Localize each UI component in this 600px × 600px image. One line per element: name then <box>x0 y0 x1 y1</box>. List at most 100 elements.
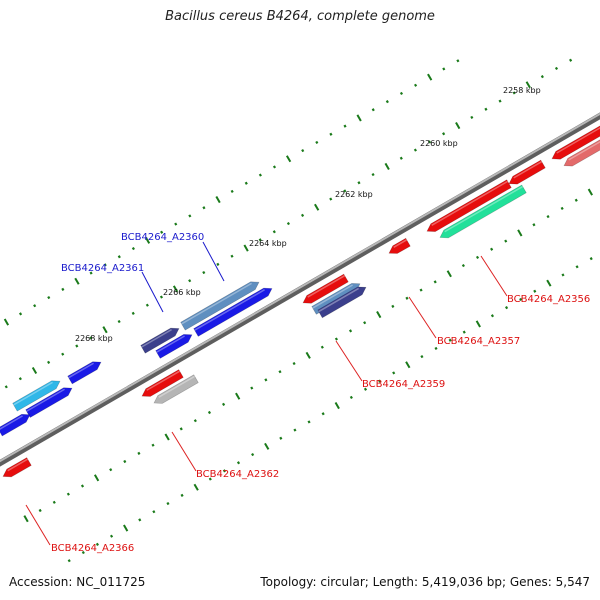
tick-mark <box>279 436 283 440</box>
tick-mark <box>193 419 197 423</box>
gene-label-a2356: BCB4264_A2356 <box>507 294 590 305</box>
tick-mark <box>540 75 544 79</box>
tick-mark <box>587 188 593 196</box>
genome-summary-text: Topology: circular; Length: 5,419,036 bp… <box>260 575 590 589</box>
gene-highlight <box>318 287 359 313</box>
tick-mark <box>546 279 552 287</box>
tick-mark <box>230 254 234 258</box>
tick-mark <box>222 402 226 406</box>
tick-mark <box>575 265 579 269</box>
tick-mark <box>490 247 494 251</box>
tick-mark <box>159 295 164 299</box>
tick-mark <box>343 124 347 128</box>
gene-feature <box>302 273 349 304</box>
scale-label-2258: 2258 kbp <box>503 86 541 95</box>
callout-line-a2366 <box>25 504 51 546</box>
tick-mark <box>61 287 65 291</box>
tick-mark <box>456 59 460 63</box>
gene-highlight <box>0 415 23 430</box>
gene-highlight <box>68 362 94 379</box>
tick-mark <box>348 329 353 333</box>
gene-highlight <box>158 375 196 398</box>
tick-mark <box>193 483 199 491</box>
tick-mark <box>286 221 290 226</box>
tick-mark <box>278 370 282 374</box>
tick-mark <box>285 155 292 163</box>
tick-mark <box>47 295 51 300</box>
gene-highlight <box>156 335 185 353</box>
gene-labels: BCB4264_A2360 BCB4264_A2361 BCB4264_A235… <box>51 232 590 554</box>
tick-mark <box>349 395 353 400</box>
gene-highlight <box>181 282 252 325</box>
tick-mark <box>272 230 276 234</box>
tick-mark <box>363 321 367 325</box>
tick-mark <box>391 304 395 308</box>
gene-feature <box>439 184 527 239</box>
tick-mark <box>258 238 262 242</box>
tick-mark <box>66 492 70 496</box>
tick-mark <box>179 427 183 431</box>
tick-mark <box>560 206 564 211</box>
tick-mark <box>123 524 129 532</box>
tick-mark <box>251 452 255 457</box>
tick-mark <box>334 337 338 341</box>
tick-mark <box>95 542 99 546</box>
gene-feature <box>508 159 546 185</box>
gene-highlight <box>556 127 600 154</box>
tick-mark <box>180 493 184 497</box>
gene-feature <box>317 286 367 319</box>
gene-feature <box>563 139 600 167</box>
gene-feature <box>12 380 61 412</box>
tick-mark <box>384 162 390 170</box>
tick-mark <box>371 172 375 177</box>
tick-mark <box>405 296 409 300</box>
tick-mark <box>385 100 389 104</box>
tick-mark <box>475 255 480 259</box>
map-title: Bacillus cereus B4264, complete genome <box>165 9 435 24</box>
tick-mark <box>131 246 135 251</box>
tick-mark <box>363 387 368 391</box>
gene-highlight <box>13 381 53 406</box>
tick-mark <box>399 91 404 96</box>
tick-mark <box>455 122 461 130</box>
callout-line-a2361 <box>141 271 164 313</box>
tick-mark <box>264 442 270 450</box>
tick-mark <box>427 73 433 81</box>
tick-mark <box>166 501 170 506</box>
tick-mark <box>202 206 206 210</box>
tick-mark <box>517 229 523 237</box>
tick-mark <box>589 257 593 261</box>
tick-mark <box>31 366 38 375</box>
tick-mark <box>376 311 382 319</box>
callout-line-a2357 <box>408 296 437 339</box>
tick-mark <box>533 289 537 293</box>
tick-mark <box>442 132 446 136</box>
tick-mark <box>405 361 411 369</box>
tick-mark <box>378 379 382 383</box>
tick-mark <box>343 189 347 193</box>
tick-mark <box>89 271 93 275</box>
scale-label-2264: 2264 kbp <box>249 239 287 248</box>
tick-mark <box>138 518 142 522</box>
tick-mark <box>569 58 573 62</box>
tick-mark <box>490 314 495 318</box>
tick-mark <box>264 378 268 382</box>
tick-mark <box>47 360 51 364</box>
gene-feature <box>0 413 31 437</box>
callout-line-a2359 <box>335 340 363 382</box>
tick-mark <box>301 149 305 153</box>
tick-mark <box>321 412 325 416</box>
tick-mark <box>4 385 8 389</box>
tick-mark <box>109 468 113 472</box>
tick-mark <box>23 515 29 523</box>
tick-mark <box>446 270 452 278</box>
tick-mark <box>164 433 170 441</box>
gene-highlight <box>26 388 65 412</box>
tick-mark <box>131 311 135 315</box>
gene-feature <box>388 237 411 254</box>
callout-lines <box>25 241 508 546</box>
tick-mark <box>272 165 277 169</box>
tick-mark <box>117 255 121 259</box>
tick-mark <box>329 197 333 201</box>
